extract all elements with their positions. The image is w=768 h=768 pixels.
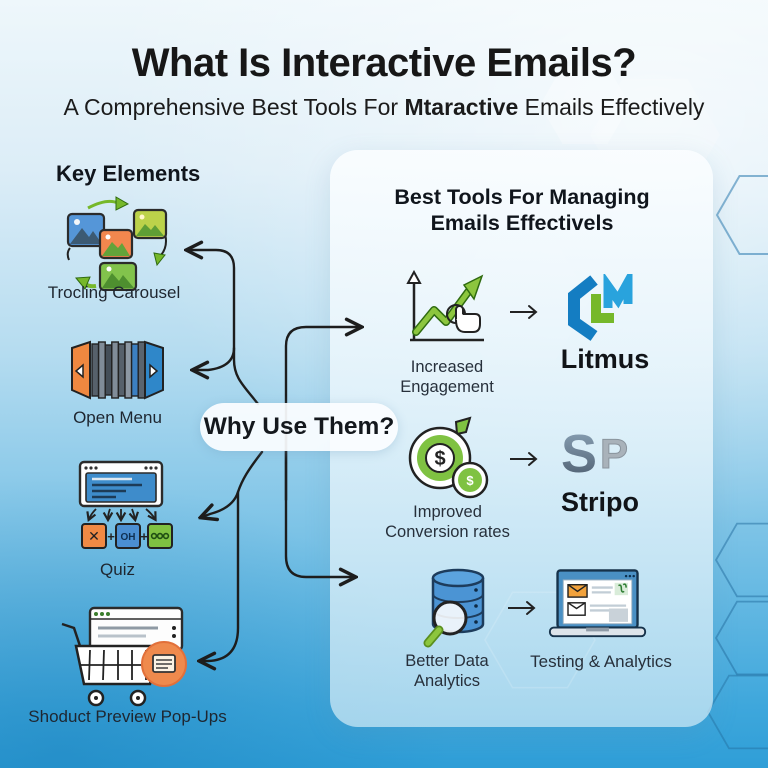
popups-label: Shoduct Preview Pop-Ups [28,707,227,726]
right-arrow-icon [508,601,536,615]
image-carousel-icon [66,196,168,291]
litmus-logo [568,274,633,341]
benefit-2-line1: Improved [413,503,482,521]
database-search-icon [423,568,485,648]
tools-panel-heading: Best Tools For Managing Emails Effective… [348,184,696,236]
hexagon-shape [706,674,768,750]
hexagon-shape [715,175,768,255]
svg-text:S: S [561,424,597,484]
benefit-3-line1: Better Data [405,652,489,670]
connector-to-row1 [284,327,360,502]
quiz-plus: + [107,529,115,544]
connector-to-open-menu [194,346,236,370]
open-menu-label: Open Menu [73,408,162,427]
benefit-label-3: Better Data Analytics [382,652,512,691]
stripo-logo: S P [561,424,629,484]
tools-heading-line1: Best Tools For Managing [394,185,650,209]
benefit-3-line2: Analytics [413,671,481,690]
accordion-menu-icon [71,340,164,400]
subtitle-suffix: Emails Effectively [518,94,705,120]
connector-to-carousel [188,250,260,406]
page-subtitle: A Comprehensive Best Tools For Mtaractiv… [0,94,768,121]
svg-text:P: P [600,430,628,477]
hexagon-shape [714,522,768,598]
key-elements-heading: Key Elements [56,161,201,186]
benefit-label-1: Increased Engagement [382,358,512,397]
shopping-cart-popup-icon [61,606,187,707]
hexagon-shape [540,66,630,144]
testing-analytics-label: Testing & Analytics [530,652,672,671]
subtitle-prefix: A Comprehensive Best Tools For [63,94,405,120]
dollar-coins-icon: $ $ [408,416,489,499]
benefit-1-line2: Engagement [400,377,494,396]
litmus-name: Litmus [560,344,650,374]
laptop-email-icon [548,569,647,638]
carousel-label: Trocling Carousel [47,283,181,302]
quiz-oh-text: OH [121,532,136,543]
hexagon-shape [714,600,768,676]
connector-to-popups [201,490,240,661]
subtitle-bold: Mtaractive [404,94,519,120]
quiz-label: Quiz [100,560,135,579]
quiz-x-mark: ✕ [88,528,100,544]
why-use-them-bubble: Why Use Them? [200,403,398,451]
connector-to-quiz [202,450,264,517]
quiz-window-icon: ✕ + OH + [78,460,173,549]
benefit-label-2: Improved Conversion rates [370,503,525,542]
page-title: What Is Interactive Emails? [131,41,637,85]
right-arrow-icon [510,452,538,466]
stripo-name: Stripo [561,487,639,517]
dollar-sign: $ [434,448,445,470]
tools-heading-line2: Emails Effectivels [430,211,614,235]
growth-chart-click-icon [406,270,484,342]
dollar-sign: $ [466,473,474,488]
right-arrow-icon [510,305,538,319]
connector-to-row3 [284,428,354,577]
quiz-plus: + [140,529,148,544]
benefit-1-line1: Increased [410,358,484,376]
benefit-2-line2: Conversion rates [385,522,510,541]
